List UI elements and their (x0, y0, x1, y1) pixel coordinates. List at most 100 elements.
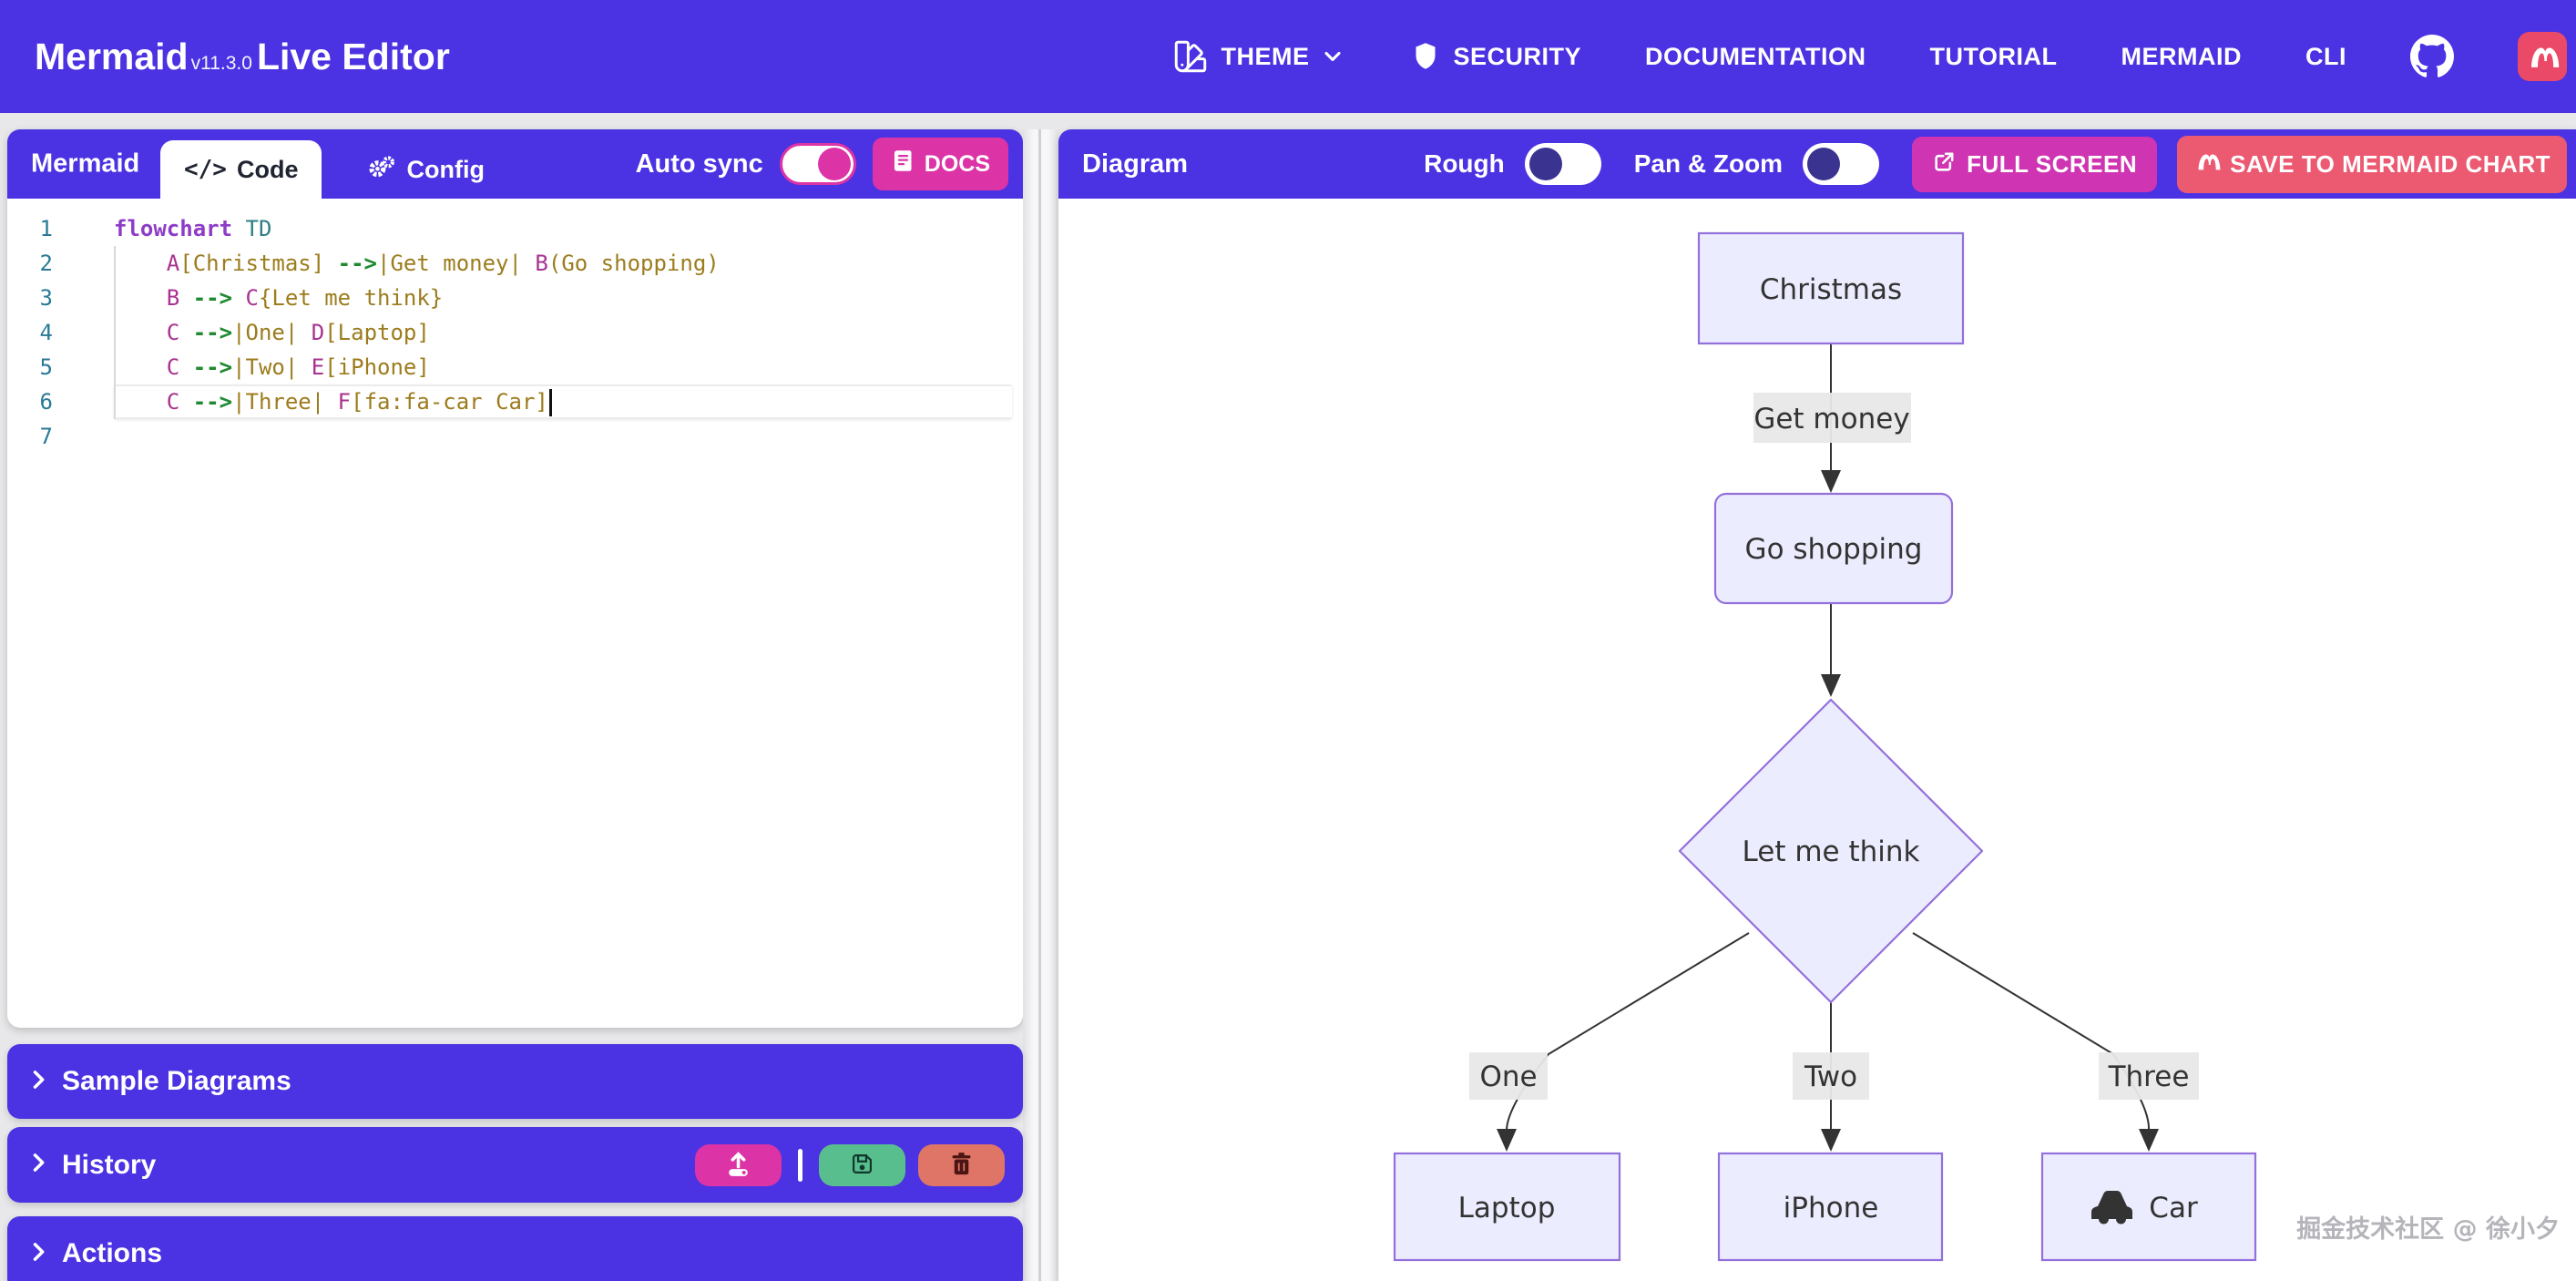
history-buttons (695, 1143, 1005, 1186)
line-number: 2 (39, 251, 53, 276)
line-number: 3 (39, 285, 53, 311)
tab-code-label: Code (236, 155, 299, 183)
code-line-content: C -->|Three| F[fa:fa-car Car] (114, 384, 1012, 419)
swatch-icon (1171, 37, 1210, 76)
nav-documentation[interactable]: DOCUMENTATION (1645, 43, 1866, 71)
diagram-header-controls: Rough Pan & Zoom FULL SCREEN (1424, 135, 2567, 193)
brand-name: Mermaid (35, 35, 189, 77)
history-upload-button[interactable] (695, 1143, 782, 1186)
code-line: 3 B --> C{Let me think} (7, 281, 1023, 315)
node-laptop-label: Laptop (1458, 1192, 1556, 1225)
pan-zoom-toggle[interactable] (1803, 143, 1880, 185)
node-let-me-think (1678, 698, 1984, 1004)
gears-icon (367, 154, 396, 186)
edge-label-three: Three (2108, 1061, 2190, 1093)
nav-documentation-label: DOCUMENTATION (1645, 42, 1866, 70)
edge-label-get-money: Get money (1753, 403, 1909, 436)
node-iphone-label: iPhone (1784, 1192, 1879, 1225)
save-icon (848, 1150, 876, 1181)
nav-tutorial-label: TUTORIAL (1929, 42, 2058, 70)
chevron-right-icon (26, 1150, 51, 1180)
toggle-knob (1528, 148, 1562, 180)
code-line: 6 C -->|Three| F[fa:fa-car Car] (7, 384, 1023, 419)
panel-resizer-handle[interactable] (1023, 129, 1058, 1281)
arrowhead (1821, 674, 1841, 697)
rough-label: Rough (1424, 149, 1505, 178)
history-buttons-divider (798, 1148, 802, 1182)
full-screen-label: FULL SCREEN (1967, 149, 2138, 178)
docs-button-label: DOCS (924, 150, 990, 177)
docs-button[interactable]: DOCS (872, 138, 1008, 190)
brand: Mermaid v11.3.0 Live Editor (35, 36, 450, 78)
code-line-content: B --> C{Let me think} (166, 285, 444, 311)
node-let-me-think-label: Let me think (1743, 835, 1920, 868)
edge-label-one: One (1479, 1061, 1537, 1093)
history-save-button[interactable] (819, 1143, 905, 1186)
edge-label-bg (1793, 1052, 1869, 1100)
flowchart-svg: Get money One Two Three Christmas Go sho… (1393, 231, 2257, 1262)
section-history[interactable]: History (7, 1127, 1023, 1203)
node-go-shopping (1713, 492, 1954, 605)
edge-diamond-laptop (1506, 932, 1750, 1131)
nav-security[interactable]: SECURITY (1409, 40, 1581, 73)
upload-icon (723, 1149, 753, 1182)
top-navbar: Mermaid v11.3.0 Live Editor THEME SECURI… (0, 0, 2576, 113)
save-to-mermaid-chart-label: SAVE TO MERMAID CHART (2230, 149, 2550, 178)
nav-mermaid-label: MERMAID (2121, 42, 2242, 70)
indent-guide (114, 246, 116, 419)
code-line: 7 (7, 419, 1023, 454)
code-line-content: C -->|Two| E[iPhone] (166, 354, 430, 380)
navbar-menu: THEME SECURITY DOCUMENTATION TUTORIAL ME… (1171, 32, 2567, 81)
nav-tutorial[interactable]: TUTORIAL (1930, 43, 2058, 71)
section-sample-diagrams[interactable]: Sample Diagrams (7, 1044, 1023, 1119)
code-line-content: A[Christmas] -->|Get money| B(Go shoppin… (166, 251, 720, 276)
mermaid-chart-icon (2193, 148, 2221, 181)
edge-label-bg (2099, 1052, 2199, 1100)
text-cursor (548, 389, 552, 416)
arrowhead (2139, 1129, 2159, 1152)
mermaid-chart-link[interactable] (2518, 32, 2567, 81)
line-number: 6 (39, 389, 53, 415)
code-line: 5 C -->|Two| E[iPhone] (7, 350, 1023, 384)
node-iphone (1717, 1152, 1944, 1262)
mermaid-chart-logo (2518, 32, 2567, 81)
node-car-label: Car (2149, 1192, 2198, 1225)
pan-zoom-label: Pan & Zoom (1633, 149, 1784, 178)
watermark: 掘金技术社区 @ 徐小夕 (2296, 1215, 2560, 1244)
actions-label: Actions (62, 1238, 163, 1268)
edge-label-two: Two (1804, 1061, 1857, 1093)
tab-code[interactable]: </> Code (160, 140, 322, 199)
arrowhead (1821, 1129, 1841, 1152)
editor-header-controls: Auto sync DOCS (636, 138, 1008, 190)
nav-theme-label: THEME (1221, 42, 1310, 70)
code-icon: </> (184, 156, 227, 183)
diagram-panel: Diagram Rough Pan & Zoom FULL SCREEN (1058, 129, 2576, 1281)
full-screen-button[interactable]: FULL SCREEN (1912, 136, 2158, 192)
editor-panel-title: Mermaid (31, 149, 140, 179)
line-number: 4 (39, 320, 53, 345)
github-link[interactable] (2410, 35, 2454, 78)
code-line: 4 C -->|One| D[Laptop] (7, 315, 1023, 350)
rough-toggle[interactable] (1524, 143, 1601, 185)
tab-config[interactable]: Config (343, 140, 507, 199)
history-delete-button[interactable] (918, 1143, 1005, 1186)
diagram-panel-header: Diagram Rough Pan & Zoom FULL SCREEN (1058, 129, 2576, 199)
nav-theme[interactable]: THEME (1171, 37, 1345, 76)
auto-sync-toggle[interactable] (779, 143, 856, 185)
edge-label-bg (1753, 393, 1911, 443)
resizer-line (1038, 129, 1041, 1281)
brand-suffix: Live Editor (256, 35, 450, 77)
nav-mermaid[interactable]: MERMAID (2121, 43, 2243, 71)
save-to-mermaid-chart-button[interactable]: SAVE TO MERMAID CHART (2177, 135, 2567, 193)
editor-tabs: </> Code Config (160, 140, 508, 199)
code-line-content (114, 419, 1012, 454)
line-number: 7 (39, 424, 53, 449)
auto-sync-label: Auto sync (635, 149, 763, 179)
section-actions[interactable]: Actions (7, 1216, 1023, 1281)
diagram-panel-title: Diagram (1082, 149, 1189, 179)
node-christmas-label: Christmas (1760, 273, 1902, 306)
nav-cli[interactable]: CLI (2305, 43, 2346, 71)
